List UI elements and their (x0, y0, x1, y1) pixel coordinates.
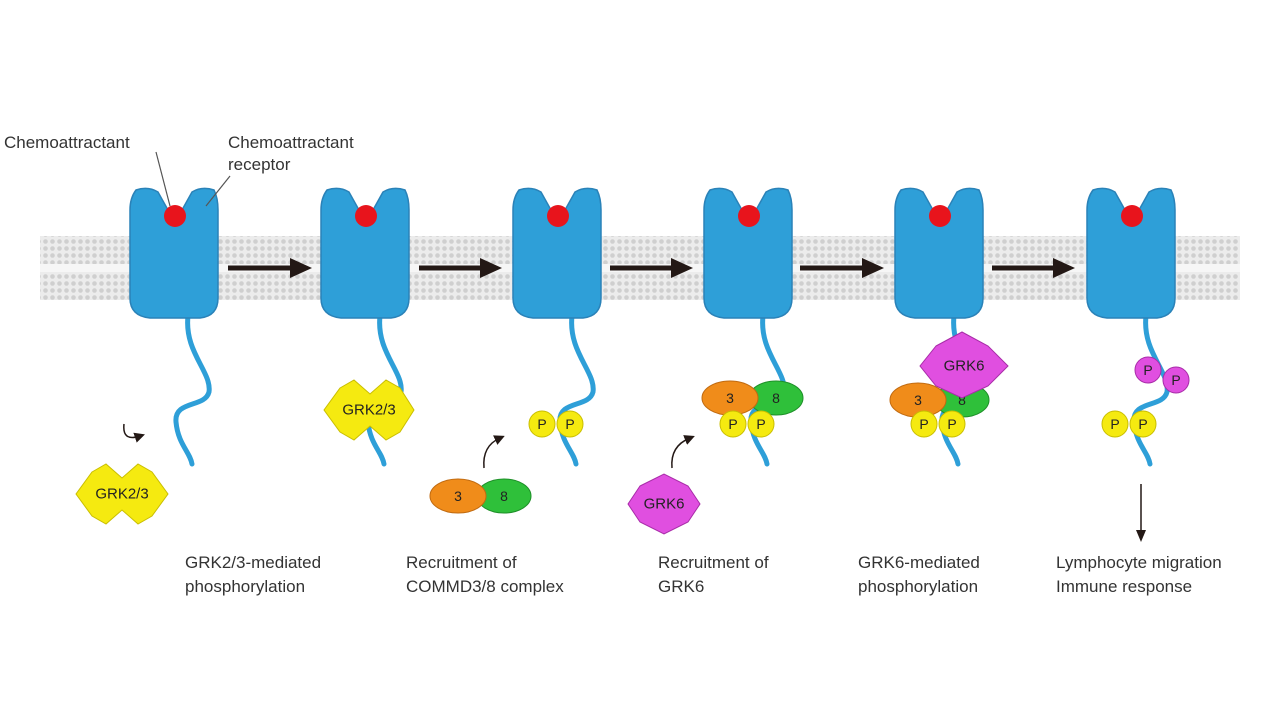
grk6-label: GRK6 (644, 496, 685, 513)
caption-step-2: Recruitment of COMMD3/8 complex (406, 553, 564, 596)
svg-text:Lymphocyte migration: Lymphocyte migration (1056, 553, 1222, 572)
phospho-label: P (1143, 362, 1152, 378)
chemoattractant-ligand (929, 205, 951, 227)
caption-step-3: Recruitment of GRK6 (658, 553, 769, 596)
top-labels: Chemoattractant Chemoattractant receptor (4, 133, 354, 207)
commd38-complex: 8 3 (429, 478, 532, 514)
step-arrow-2 (419, 258, 502, 278)
grk6-molecule: GRK6 (627, 473, 701, 535)
svg-text:GRK6-mediated: GRK6-mediated (858, 553, 980, 572)
chemoattractant-ligand (547, 205, 569, 227)
phospho-label: P (1138, 416, 1147, 432)
commd3-label: 3 (454, 488, 462, 504)
phospho-label: P (565, 416, 574, 432)
grk6-label: GRK6 (944, 358, 985, 375)
svg-text:phosphorylation: phosphorylation (858, 577, 978, 596)
phospho-group: P P (528, 410, 584, 438)
grk6-molecule: GRK6 (919, 331, 1009, 399)
commd8-label: 8 (958, 392, 966, 408)
svg-text:GRK2/3-mediated: GRK2/3-mediated (185, 553, 321, 572)
commd3-label: 3 (914, 392, 922, 408)
phospho-group: P P (719, 410, 775, 438)
chemoattractant-ligand (164, 205, 186, 227)
svg-text:Recruitment of: Recruitment of (658, 553, 769, 572)
stage3: P P 8 3 (429, 410, 584, 514)
phospho-group-grk23: P P (1101, 410, 1157, 438)
caption-step-1: GRK2/3-mediated phosphorylation (185, 553, 321, 596)
phospho-label: P (1110, 416, 1119, 432)
phospho-label: P (947, 416, 956, 432)
receptor-1 (129, 187, 219, 467)
commd8-label: 8 (772, 390, 780, 406)
receptor-label-line2: receptor (228, 155, 291, 174)
receptor-6 (1086, 187, 1176, 467)
svg-text:phosphorylation: phosphorylation (185, 577, 305, 596)
svg-text:GRK6: GRK6 (658, 577, 704, 596)
chemoattractant-ligand (738, 205, 760, 227)
phospho-group-grk6: P P (1134, 356, 1190, 394)
stage5: 8 3 P P GRK6 (889, 331, 1009, 438)
step-arrow-3 (610, 258, 693, 278)
receptor-label-line1: Chemoattractant (228, 133, 354, 152)
svg-text:Immune response: Immune response (1056, 577, 1192, 596)
phospho-label: P (1171, 372, 1180, 388)
svg-text:COMMD3/8 complex: COMMD3/8 complex (406, 577, 564, 596)
caption-step-5: Lymphocyte migration Immune response (1056, 553, 1222, 596)
receptor-leader-line (205, 175, 231, 207)
chemoattractant-ligand (1121, 205, 1143, 227)
stage1-grk23: GRK2/3 (75, 423, 169, 525)
caption-step-4: GRK6-mediated phosphorylation (858, 553, 980, 596)
step-arrow-5 (992, 258, 1075, 278)
chemoattractant-leader-line (155, 151, 171, 207)
step-arrow-4 (800, 258, 884, 278)
commd3-label: 3 (726, 390, 734, 406)
chemoattractant-ligand (355, 205, 377, 227)
step-arrows (228, 258, 1075, 278)
phospho-label: P (728, 416, 737, 432)
stage4: 8 3 P P GRK6 (627, 380, 804, 535)
phospho-label: P (756, 416, 765, 432)
commd8-label: 8 (500, 488, 508, 504)
stage6: P P P P (1101, 356, 1190, 542)
grk23-label: GRK2/3 (342, 402, 395, 419)
commd38-complex: 8 3 (701, 380, 804, 416)
step-captions: GRK2/3-mediated phosphorylation Recruitm… (185, 553, 1222, 596)
svg-text:Recruitment of: Recruitment of (406, 553, 517, 572)
grk23-label: GRK2/3 (95, 486, 148, 503)
phospho-group: P P (910, 410, 966, 438)
phospho-label: P (919, 416, 928, 432)
stage2-grk23: GRK2/3 (323, 379, 415, 441)
outcome-arrow (1136, 484, 1146, 542)
receptor-3 (512, 187, 602, 467)
chemoattractant-label: Chemoattractant (4, 133, 130, 152)
phospho-label: P (537, 416, 546, 432)
step-arrow-1 (228, 258, 312, 278)
